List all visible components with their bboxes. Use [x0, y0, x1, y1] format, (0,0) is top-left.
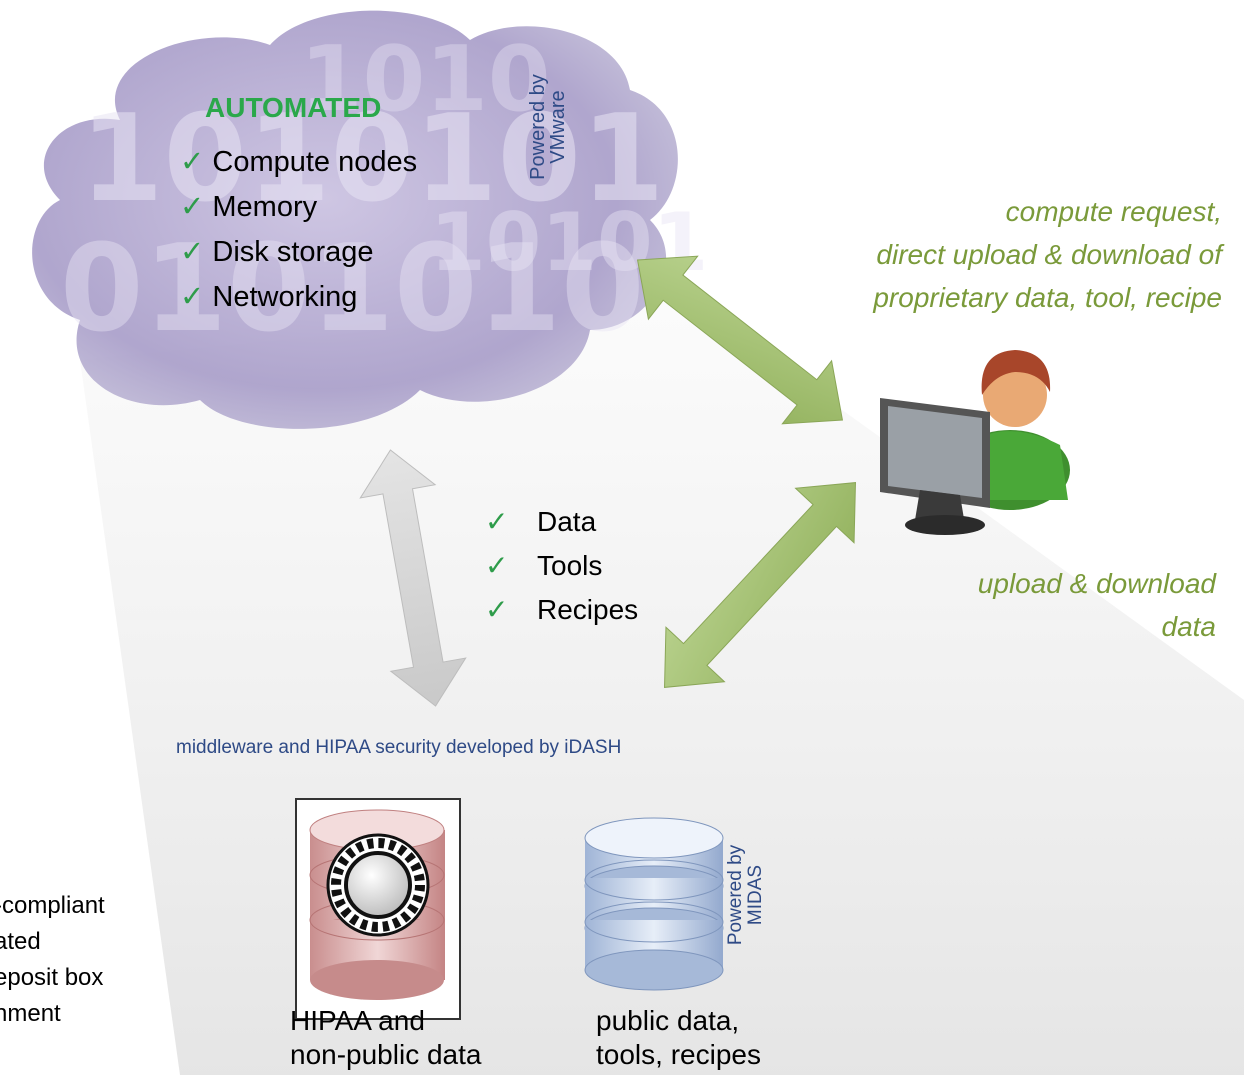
arrow-storage-user — [664, 482, 856, 688]
label-line: HIPAA and — [290, 1005, 425, 1036]
note-upload-download: upload & download data — [978, 562, 1216, 648]
left-description: -compliant ated eposit box nment — [0, 888, 105, 1032]
arrow-cloud-user — [636, 255, 844, 425]
note-line: proprietary data, tool, recipe — [873, 282, 1222, 313]
powered-by-vmware: Powered by VMware — [527, 32, 569, 222]
powered-by-label: Powered by — [725, 844, 746, 946]
cloud-feature-list: ✓ Compute nodes ✓ Memory ✓ Disk storage … — [180, 140, 417, 320]
transfer-item-data: Data — [537, 506, 597, 537]
left-line: ated — [0, 928, 41, 955]
check-icon: ✓ — [485, 594, 509, 625]
lock-dial-icon — [326, 833, 430, 937]
note-line: compute request, — [1005, 196, 1222, 227]
check-icon: ✓ — [180, 146, 205, 178]
note-line: upload & download — [977, 568, 1216, 599]
note-compute-request: compute request, direct upload & downloa… — [873, 190, 1222, 319]
left-line: nment — [0, 1000, 61, 1027]
transfer-list: ✓ Data ✓ Tools ✓ Recipes — [485, 500, 638, 632]
cloud-item-networking: Networking — [212, 281, 358, 313]
cloud-title: AUTOMATED — [205, 92, 382, 123]
middleware-label: middleware and HIPAA security developed … — [176, 737, 622, 758]
powered-by-vendor: VMware — [547, 90, 569, 164]
note-line: direct upload & download of — [876, 239, 1222, 270]
transfer-item-tools: Tools — [537, 550, 603, 581]
arrow-cloud-storage — [359, 449, 467, 707]
left-line: -compliant — [0, 892, 105, 919]
svg-text:1010: 1010 — [300, 27, 551, 132]
label-line: non-public data — [290, 1039, 482, 1070]
transfer-item-recipes: Recipes — [537, 594, 639, 625]
check-icon: ✓ — [180, 191, 205, 223]
public-store-label: public data, tools, recipes — [596, 1004, 761, 1072]
powered-by-vendor: MIDAS — [745, 864, 766, 926]
powered-by-label: Powered by — [527, 74, 549, 180]
left-line: eposit box — [0, 964, 104, 991]
note-line: data — [1161, 611, 1217, 642]
label-line: public data, — [596, 1005, 740, 1036]
powered-by-midas: Powered by MIDAS — [725, 830, 766, 960]
check-icon: ✓ — [180, 281, 205, 313]
hipaa-store-label: HIPAA and non-public data — [290, 1004, 481, 1072]
check-icon: ✓ — [485, 506, 509, 537]
cloud-icon: 1010101 0101010 1010 10101 — [32, 10, 708, 429]
database-blue-icon — [584, 817, 724, 991]
label-line: tools, recipes — [596, 1039, 761, 1070]
check-icon: ✓ — [485, 550, 509, 581]
cloud-item-disk: Disk storage — [212, 236, 374, 268]
svg-text:1010101: 1010101 — [80, 90, 664, 229]
user-at-computer-icon — [880, 350, 1070, 535]
cloud-item-compute: Compute nodes — [212, 146, 418, 178]
cloud-item-memory: Memory — [212, 191, 318, 223]
check-icon: ✓ — [180, 236, 205, 268]
svg-text:0101010: 0101010 — [60, 220, 644, 359]
